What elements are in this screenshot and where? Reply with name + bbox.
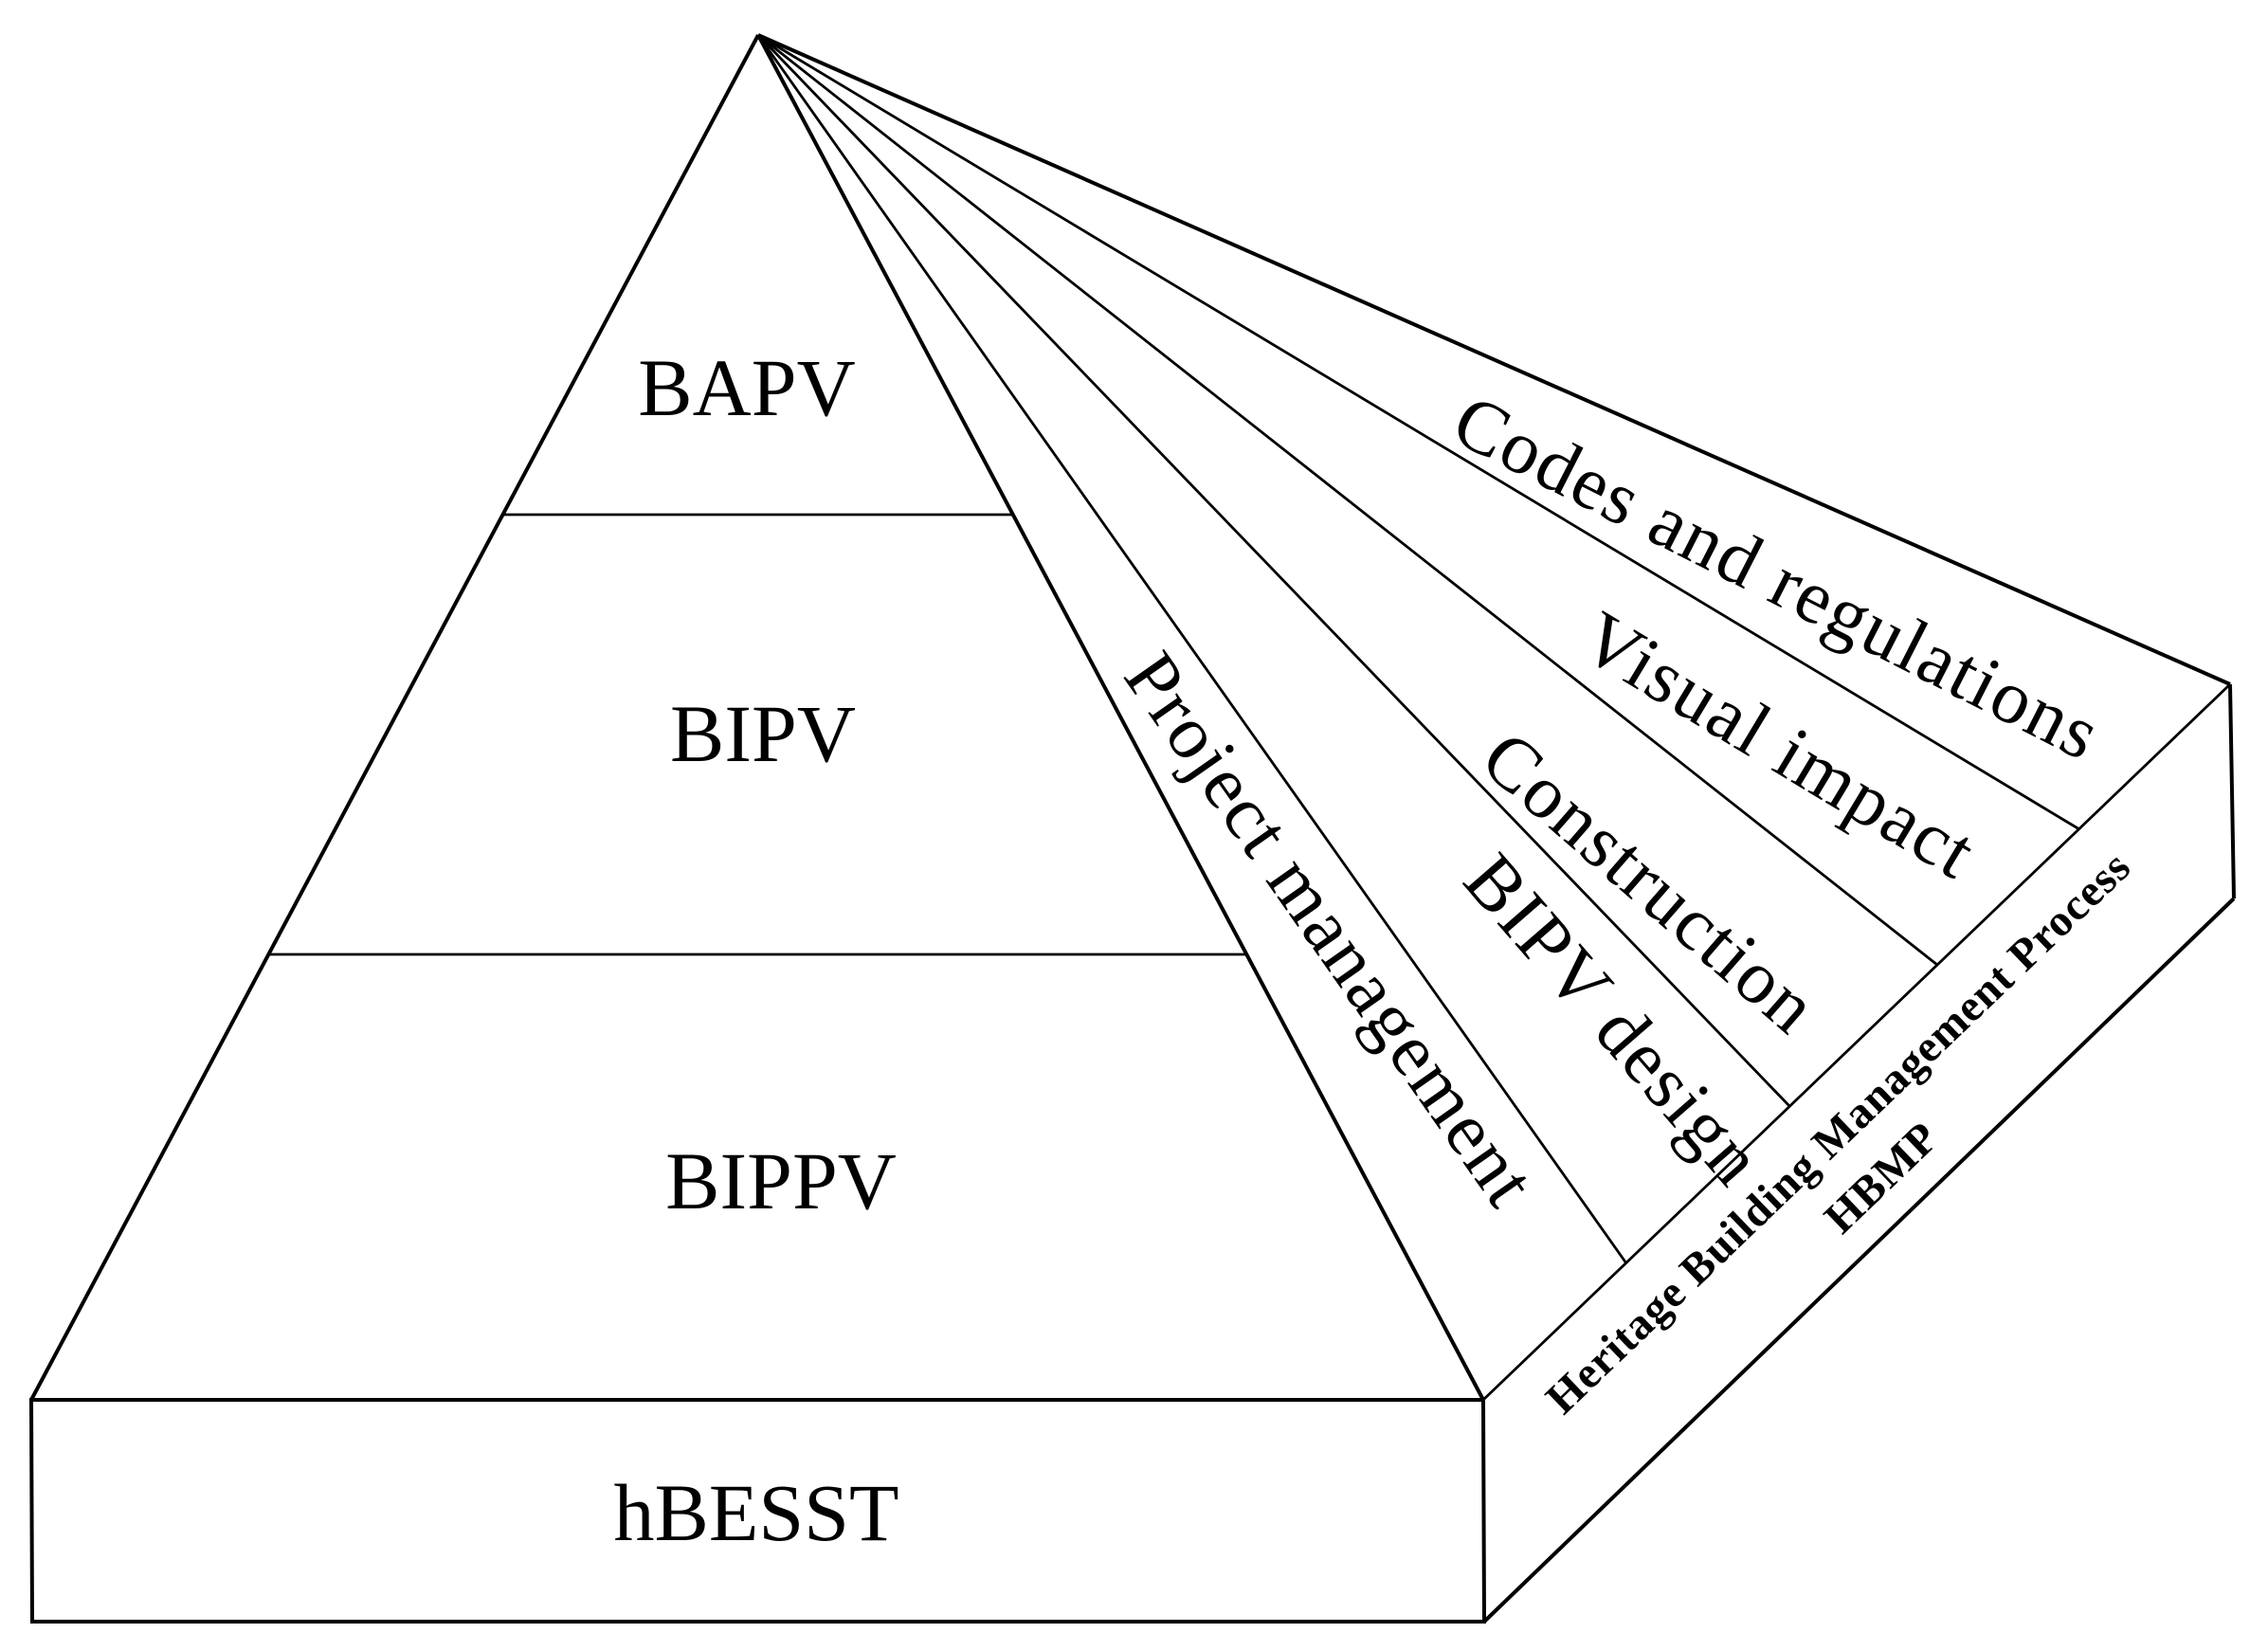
layer-label-bippv: BIPPV (665, 1135, 897, 1226)
side-band-bottom-edge (1482, 897, 2236, 1624)
fan-outer-top-edge (757, 33, 2231, 686)
base-label-hbesst: hBESST (613, 1467, 898, 1558)
side-band-right-edge (2228, 683, 2236, 899)
side-band-top-edge (1482, 682, 2231, 1402)
fan-divider-bipvdesign-construction (756, 34, 1792, 1108)
fan-divider-project-bipvdesign (756, 34, 1628, 1264)
fan-divider-visual-codes (757, 33, 2080, 831)
pyramid-left-edge (29, 34, 760, 1401)
pyramid-front-right-edge (756, 34, 1485, 1401)
fan-divider-construction-visual (757, 33, 1938, 967)
layer-label-bipv: BIPV (670, 688, 856, 779)
layer-label-bapv: BAPV (638, 342, 855, 433)
